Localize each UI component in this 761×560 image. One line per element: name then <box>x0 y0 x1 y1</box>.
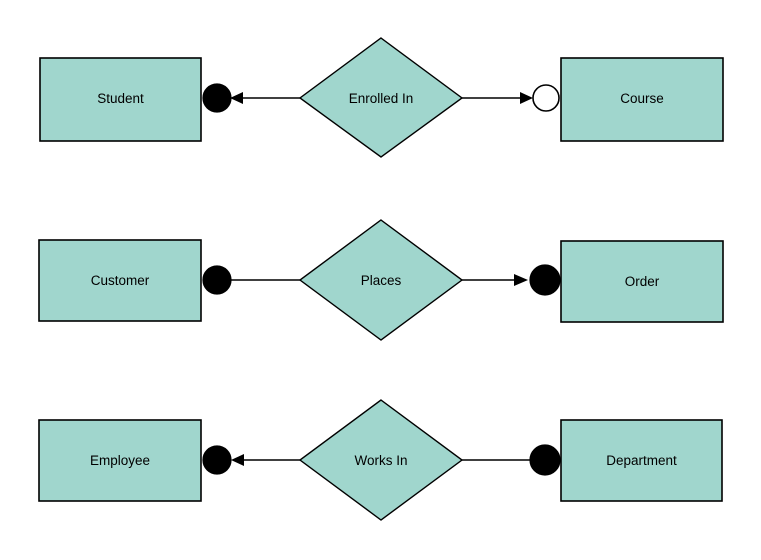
cardinality-marker-course-hollow-circle[interactable] <box>532 84 560 112</box>
entity-label-customer: Customer <box>91 273 150 288</box>
cardinality-marker-order-filled-circle[interactable] <box>529 264 561 296</box>
cardinality-marker-department-filled-circle[interactable] <box>529 444 561 476</box>
cardinality-marker-customer-filled-circle[interactable] <box>202 265 232 295</box>
entity-box-course[interactable] <box>560 57 724 142</box>
entity-box-department[interactable] <box>560 419 723 502</box>
entity-box-employee[interactable] <box>38 419 202 502</box>
arrow-head-right-order <box>514 274 528 286</box>
arrow-head-left-student <box>230 92 243 104</box>
entity-label-employee: Employee <box>90 453 150 468</box>
entity-box-customer[interactable] <box>38 239 202 322</box>
relationship-label-places: Places <box>361 273 402 288</box>
relationship-group-row-3: Employee Works In Department <box>38 399 723 521</box>
entity-label-order: Order <box>625 274 660 289</box>
entity-label-course: Course <box>620 91 664 106</box>
relationship-diamond-enrolled-in[interactable] <box>298 37 464 158</box>
cardinality-marker-student-filled-circle[interactable] <box>202 83 232 113</box>
relationship-diamond-places[interactable] <box>298 219 464 341</box>
relationship-label-enrolled-in: Enrolled In <box>349 91 414 106</box>
cardinality-marker-employee-filled-circle[interactable] <box>202 445 232 475</box>
relationship-diamond-works-in[interactable] <box>298 399 464 521</box>
relationship-group-row-1: Student Enrolled In Course <box>39 37 724 158</box>
entity-label-student: Student <box>97 91 144 106</box>
arrow-head-right-course <box>520 92 533 104</box>
entity-box-order[interactable] <box>560 240 724 323</box>
entity-box-student[interactable] <box>39 57 202 142</box>
entity-label-department: Department <box>606 453 677 468</box>
relationship-group-row-2: Customer Places Order <box>38 219 724 341</box>
arrow-head-left-employee <box>231 454 244 466</box>
relationship-label-works-in: Works In <box>354 453 407 468</box>
